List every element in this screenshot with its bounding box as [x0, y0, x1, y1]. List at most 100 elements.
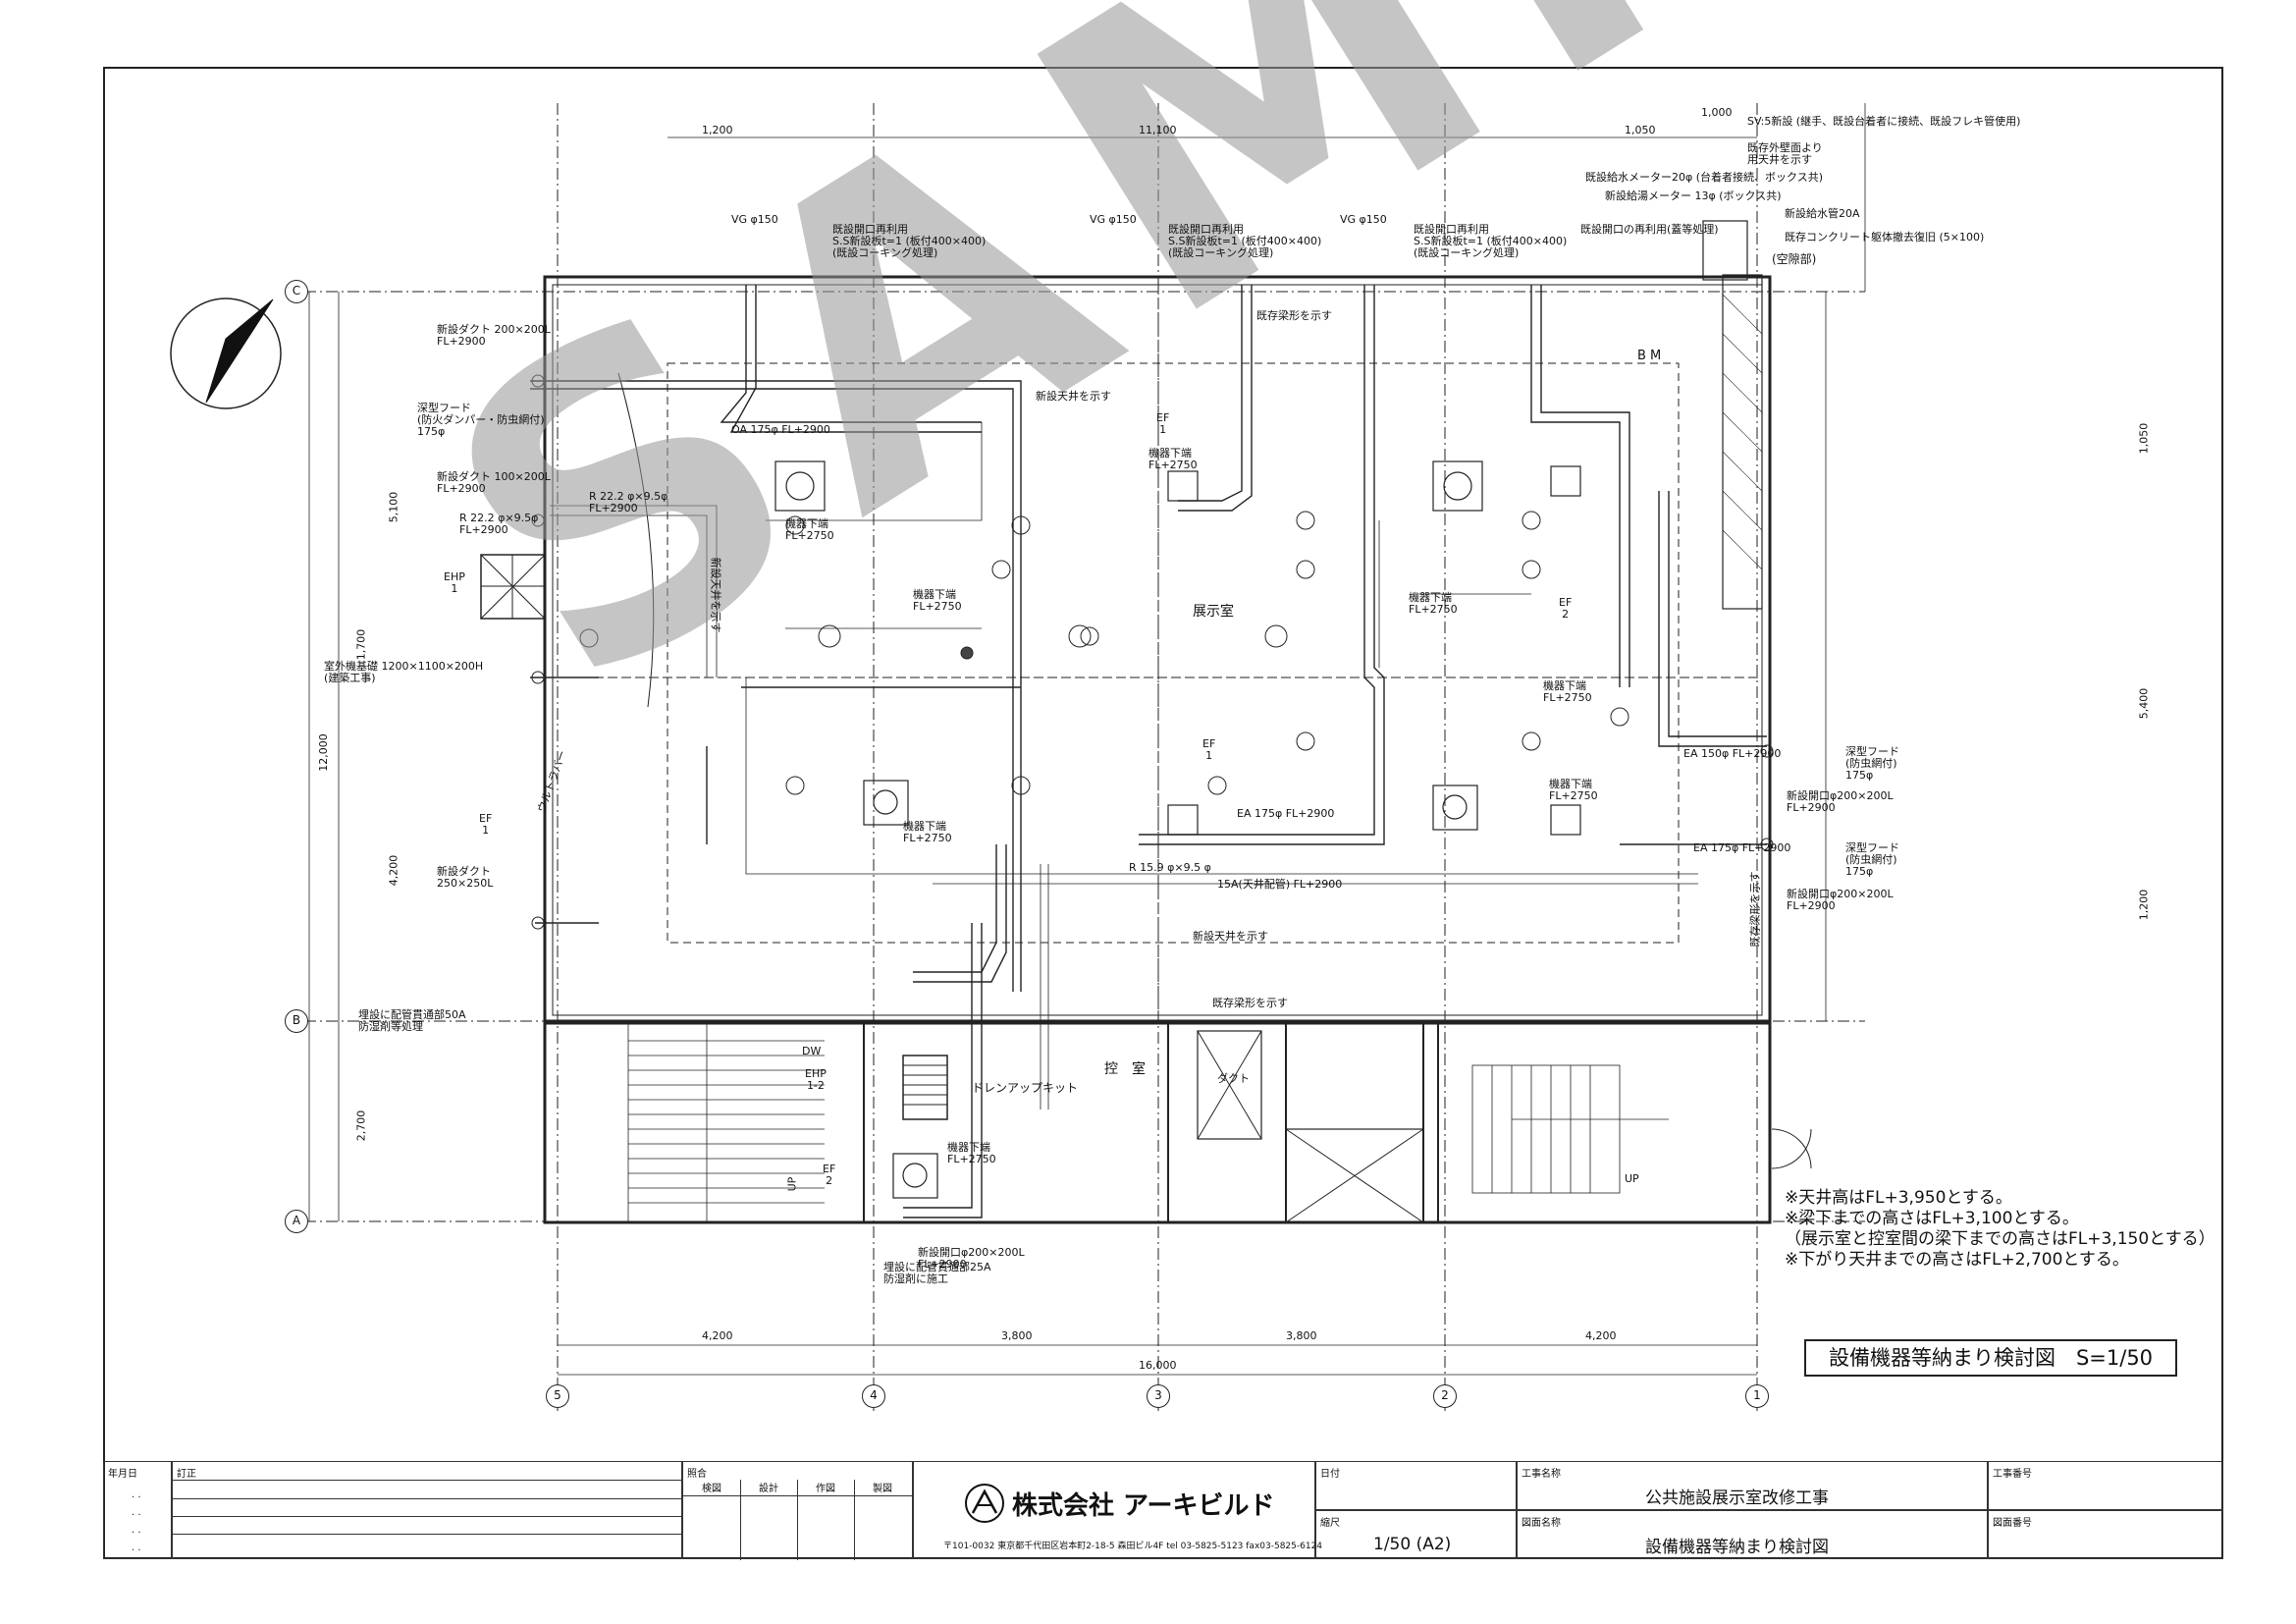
grid-bubble-4: 4: [862, 1384, 885, 1408]
equip-ef-2a: EF 2: [1559, 596, 1573, 622]
label-sv: SV:5新設 (継手、既設台着者に接続、既設フレキ管使用): [1747, 115, 2021, 128]
label-vg2: VG φ150: [1090, 213, 1137, 226]
ehp-lower-unit: [902, 1055, 948, 1120]
label-dw: DW: [802, 1045, 822, 1057]
grid-bubble-5: 5: [546, 1384, 569, 1408]
company-logo-icon: [965, 1484, 1004, 1523]
stair-right: [1471, 1064, 1669, 1194]
tb-check-area: 照合 検図 設計 作図 製図: [682, 1461, 913, 1560]
dim-top-4: 1,000: [1701, 106, 1733, 119]
elevator-box: [1197, 1030, 1262, 1140]
grid-bubble-1: 1: [1745, 1384, 1769, 1408]
label-vent-1: 新設開口φ200×200L FL+2900: [1787, 789, 1894, 815]
label-buried-2: 埋設に配管貫通部25A 防湿剤に施工: [883, 1261, 991, 1286]
label-hood-2: 深型フード (防虫網付) 175φ: [1845, 745, 1899, 783]
note-4: ※下がり天井までの高さはFL+2,700とする。: [1785, 1250, 2129, 1270]
label-hot: 新設給水管20A: [1785, 207, 1860, 220]
room-exhibit: 展示室: [1193, 604, 1234, 620]
tb-drawing: 図面名称 設備機器等納まり検討図: [1517, 1510, 1988, 1559]
label-device-2: 機器下端 FL+2750: [785, 517, 834, 543]
room-waiting: 控 室: [1104, 1061, 1146, 1077]
label-reuse-4: 既設開口の再利用(蓋等処理): [1580, 223, 1719, 236]
label-bm: B M: [1637, 349, 1662, 363]
lower-wing-wall: [543, 1019, 1772, 1224]
general-notes: ※天井高はFL+3,950とする。 ※梁下までの高さはFL+3,100とする。 …: [1785, 1188, 2216, 1271]
dim-right-3: 1,200: [2137, 889, 2151, 921]
tb-date-header: 年月日: [108, 1469, 137, 1480]
label-exist-beam-2: 既存梁形を示す: [1212, 997, 1288, 1009]
label-duct-3: 新設ダクト 250×250L: [437, 865, 494, 891]
label-duct-new-1: 新設ダクト 200×200L FL+2900: [437, 323, 551, 349]
room-void: (空隙部): [1772, 252, 1817, 266]
tb-rev-header: 訂正: [177, 1469, 196, 1480]
label-refrig-r2: R 22.2 φ×9.5φ FL+2900: [589, 490, 668, 515]
label-device-6: 機器下端 FL+2750: [903, 820, 952, 845]
label-exist-outer: 既存外壁面より 用天井を示す: [1747, 141, 1823, 167]
label-meter-1: 既設給水メーター20φ (台着者接続、ボックス共): [1585, 171, 1824, 184]
grid-bubble-c: C: [285, 280, 308, 303]
company-name: 株式会社 アーキビルド: [1012, 1491, 1275, 1521]
label-up-1: UP: [785, 1176, 799, 1192]
note-3: （展示室と控室間の梁下までの高さはFL+3,150とする）: [1785, 1229, 2216, 1249]
equip-ehp-1-2: EHP 1-2: [805, 1067, 827, 1093]
company-address: 〒101-0032 東京都千代田区岩本町2-18-5 森田ビル4F tel 03…: [943, 1542, 1323, 1551]
door-swings: [617, 372, 1812, 1169]
dim-total: 16,000: [1139, 1359, 1177, 1372]
label-vent-3: 新設開口φ200×200L FL+2900: [918, 1246, 1025, 1272]
title-block: 年月日 . . . . . . . . 訂正 照合 検図 設計 作図 製図 株式…: [103, 1461, 2223, 1560]
label-device-7: 機器下端 FL+2750: [1549, 778, 1598, 803]
tb-date: 日付: [1315, 1461, 1517, 1510]
equip-ef-1b: EF 1: [1202, 737, 1216, 763]
exterior-hatched-strip: [1722, 274, 1763, 610]
label-refrig-ceiling: 15A(天井配管) FL+2900: [1217, 878, 1343, 891]
tb-project-value: 公共施設展示室改修工事: [1645, 1489, 1829, 1508]
dim-bottom-1: 4,200: [702, 1329, 733, 1342]
label-concrete: 既存コンクリート躯体撤去復旧 (5×100): [1785, 231, 1985, 244]
label-device-1: 機器下端 FL+2750: [1148, 447, 1198, 472]
note-1: ※天井高はFL+3,950とする。: [1785, 1188, 2012, 1208]
label-refrig-15: R 15.9 φ×9.5 φ: [1129, 861, 1211, 874]
dim-left-4: 5,100: [387, 491, 400, 523]
label-new-ceiling-2: 新設天井を示す: [1193, 930, 1268, 943]
label-device-5: 機器下端 FL+2750: [1543, 679, 1592, 705]
dim-right-1: 1,050: [2137, 422, 2151, 455]
ps-box: [1285, 1128, 1424, 1223]
label-vg3: VG φ150: [1340, 213, 1387, 226]
dim-bottom-3: 3,800: [1286, 1329, 1317, 1342]
tb-revision-col: 訂正: [172, 1461, 682, 1559]
dim-left-1: 12,000: [316, 733, 330, 772]
tb-scale-value: 1/50 (A2): [1373, 1535, 1452, 1554]
label-refrig-r1: R 22.2 φ×9.5φ FL+2900: [459, 512, 539, 537]
refrigerant-pipes: [550, 422, 1698, 1110]
dim-left-3: 2,700: [354, 1110, 368, 1142]
tb-project: 工事名称 公共施設展示室改修工事: [1517, 1461, 1988, 1510]
new-ceiling-zone: [667, 362, 1680, 944]
label-vent-2: 新設開口φ200×200L FL+2900: [1787, 888, 1894, 913]
label-new-ceiling-1: 新設天井を示す: [1036, 390, 1111, 403]
sheet-title: 設備機器等納まり検討図 S=1/50: [1804, 1339, 2177, 1377]
label-ea-3: EA 175φ FL+2900: [1693, 841, 1791, 854]
label-reuse-1: 既設開口再利用 S.S新設板t=1 (板付400×400) (既設コーキング処理…: [832, 223, 987, 260]
equip-ef-2b: EF 2: [823, 1163, 836, 1188]
label-reuse-3: 既設開口再利用 S.S新設板t=1 (板付400×400) (既設コーキング処理…: [1414, 223, 1568, 260]
grid-bubble-2: 2: [1433, 1384, 1457, 1408]
label-exist-beam-1: 既存梁形を示す: [1256, 309, 1332, 322]
label-device-4: 機器下端 FL+2750: [1409, 591, 1458, 617]
grid-bubble-a: A: [285, 1210, 308, 1233]
label-device-8: 機器下端 FL+2750: [947, 1141, 996, 1166]
dim-bottom-2: 3,800: [1001, 1329, 1033, 1342]
dimension-lines: [308, 103, 1866, 1376]
meter-box: [1702, 220, 1748, 281]
dim-left-5: 1,700: [354, 628, 368, 661]
label-ea-1: EA 175φ FL+2900: [1237, 807, 1335, 820]
label-duct-new-2: 新設ダクト 100×200L FL+2900: [437, 470, 551, 496]
room-duct: ダクト: [1217, 1072, 1250, 1085]
dim-top-2: 11,100: [1139, 124, 1177, 136]
exhibit-outer-wall: [543, 275, 1772, 1025]
label-exist-beam-3: 既存梁形を示す: [1748, 871, 1762, 947]
label-meter-2: 新設給湯メーター 13φ (ボックス共): [1605, 189, 1782, 202]
label-outdoor-base: 室外機基礎 1200×1100×200H (建築工事): [324, 660, 484, 685]
label-buried-1: 埋設に配管貫通部50A 防湿剤等処理: [358, 1008, 466, 1034]
label-ea-2: EA 150φ FL+2900: [1683, 747, 1782, 760]
tb-date-col: 年月日 . . . . . . . .: [103, 1461, 172, 1559]
